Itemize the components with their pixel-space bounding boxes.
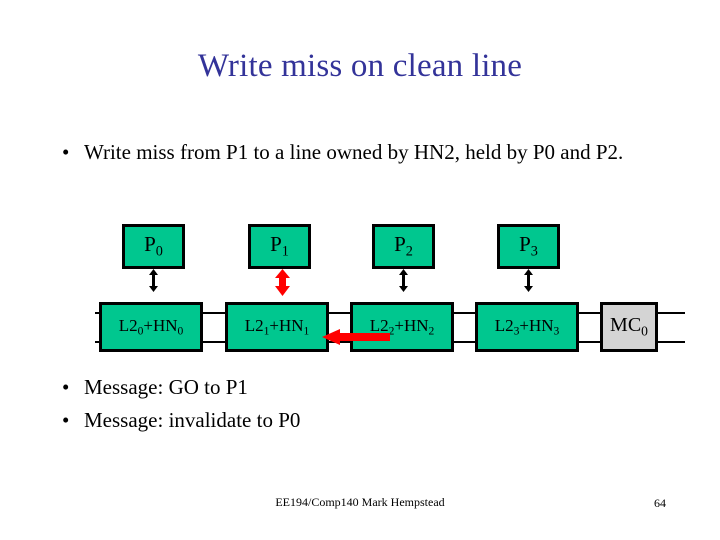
bullet-marker-icon: •: [62, 375, 70, 399]
cache-node-l2-1[interactable]: L21+HN1: [225, 302, 329, 352]
processor-label-p2: P2: [394, 232, 413, 260]
processor-label-p1: P1: [270, 232, 289, 260]
processor-node-p0[interactable]: P0: [122, 224, 185, 269]
bullet-marker-icon: •: [62, 140, 70, 164]
processor-node-p3[interactable]: P3: [497, 224, 560, 269]
memory-controller-label: MC0: [610, 314, 648, 339]
cache-label-l2-2: L22+HN2: [369, 316, 435, 338]
bullet-text: Write miss from P1 to a line owned by HN…: [84, 140, 624, 164]
bullet-item: • Write miss from P1 to a line owned by …: [62, 139, 662, 166]
transfer-arrow-left-icon: [322, 329, 390, 345]
bullet-item: • Message: invalidate to P0: [62, 407, 532, 434]
cache-label-l2-1: L21+HN1: [244, 316, 310, 338]
bullet-list-top: • Write miss from P1 to a line owned by …: [62, 139, 662, 166]
processor-node-p2[interactable]: P2: [372, 224, 435, 269]
footer-credit: EE194/Comp140 Mark Hempstead: [275, 495, 445, 509]
processor-label-p3: P3: [519, 232, 538, 260]
link-arrow-p1-to-l2-1-icon: [275, 269, 290, 296]
link-arrow-p2-to-l2-2-icon: [399, 269, 408, 292]
cache-label-l2-3: L23+HN3: [494, 316, 560, 338]
cache-node-l2-2[interactable]: L22+HN2: [350, 302, 454, 352]
processor-node-p1[interactable]: P1: [248, 224, 311, 269]
slide-title: Write miss on clean line: [197, 48, 523, 84]
link-arrow-p3-to-l2-3-icon: [524, 269, 533, 292]
bullet-marker-icon: •: [62, 408, 70, 432]
bullet-text: Message: GO to P1: [84, 375, 248, 399]
bullet-text: Message: invalidate to P0: [84, 408, 301, 432]
cache-label-l2-0: L20+HN0: [118, 316, 184, 338]
footer-page-number: 64: [654, 496, 666, 510]
processor-label-p0: P0: [144, 232, 163, 260]
link-arrow-p0-to-l2-0-icon: [149, 269, 158, 292]
cache-node-l2-3[interactable]: L23+HN3: [475, 302, 579, 352]
memory-controller-node-mc0[interactable]: MC0: [600, 302, 658, 352]
cache-node-l2-0[interactable]: L20+HN0: [99, 302, 203, 352]
bullet-list-bottom: • Message: GO to P1 • Message: invalidat…: [62, 374, 532, 440]
bullet-item: • Message: GO to P1: [62, 374, 532, 401]
